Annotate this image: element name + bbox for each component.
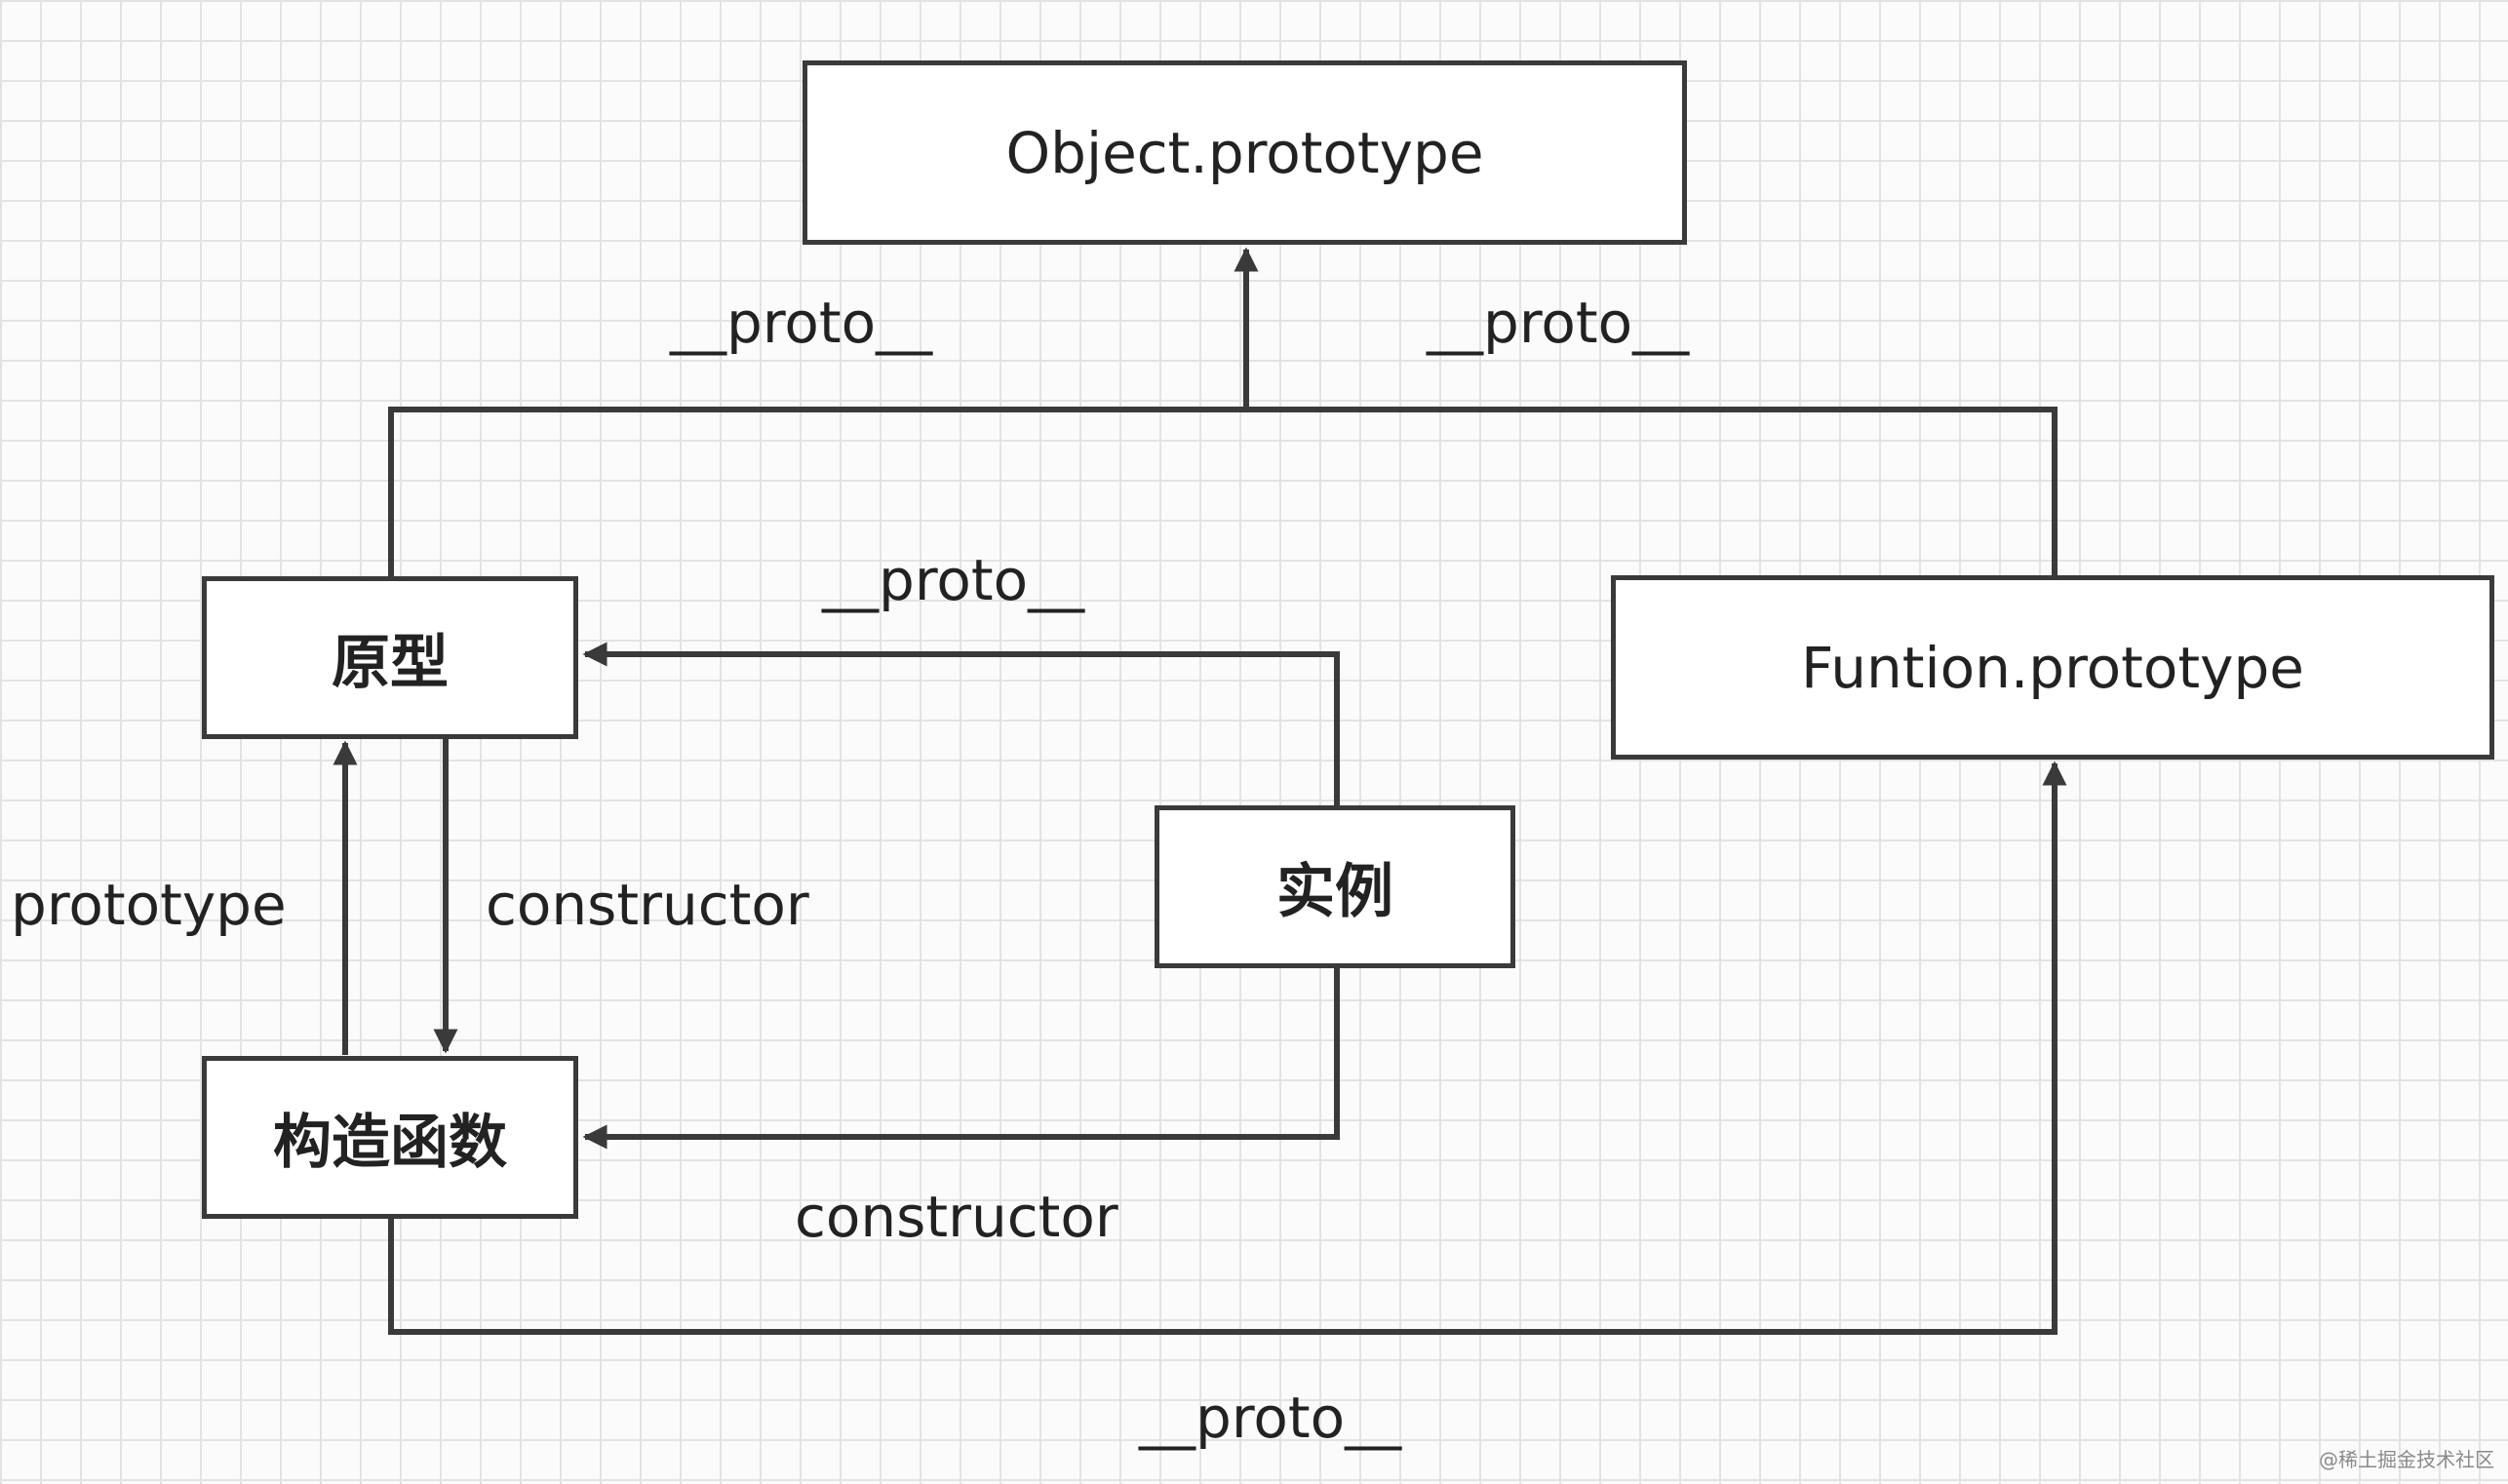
constructor-edge-label-left: constructor — [486, 872, 809, 938]
edge-instance-proto-to-prototype — [582, 642, 1340, 805]
object-prototype-node: Object.prototype — [803, 60, 1687, 245]
object-prototype-label: Object.prototype — [1005, 119, 1484, 186]
constructor-node: 构造函数 — [202, 1056, 578, 1219]
proto-label-top-right: __proto__ — [1427, 290, 1690, 356]
instance-node-label: 实例 — [1276, 858, 1393, 926]
function-prototype-node: Funtion.prototype — [1611, 575, 2494, 760]
constructor-edge-label-bottom: constructor — [795, 1184, 1118, 1250]
instance-node: 实例 — [1155, 805, 1515, 968]
prototype-node-label: 原型 — [332, 629, 449, 697]
proto-label-instance: __proto__ — [822, 547, 1085, 613]
constructor-node-label: 构造函数 — [273, 1109, 507, 1177]
prototype-edge-label: prototype — [11, 872, 287, 938]
proto-label-top-left: __proto__ — [670, 290, 933, 356]
edge-constructor-proto-to-function-prototype — [388, 761, 2067, 1335]
prototype-node: 原型 — [202, 576, 578, 739]
watermark: @稀土掘金技术社区 — [2319, 1448, 2494, 1471]
edge-instance-constructor-to-constructor — [582, 966, 1340, 1150]
edge-proto-bus — [388, 407, 2057, 576]
proto-label-bottom: __proto__ — [1139, 1385, 1402, 1451]
function-prototype-label: Funtion.prototype — [1801, 634, 2304, 701]
